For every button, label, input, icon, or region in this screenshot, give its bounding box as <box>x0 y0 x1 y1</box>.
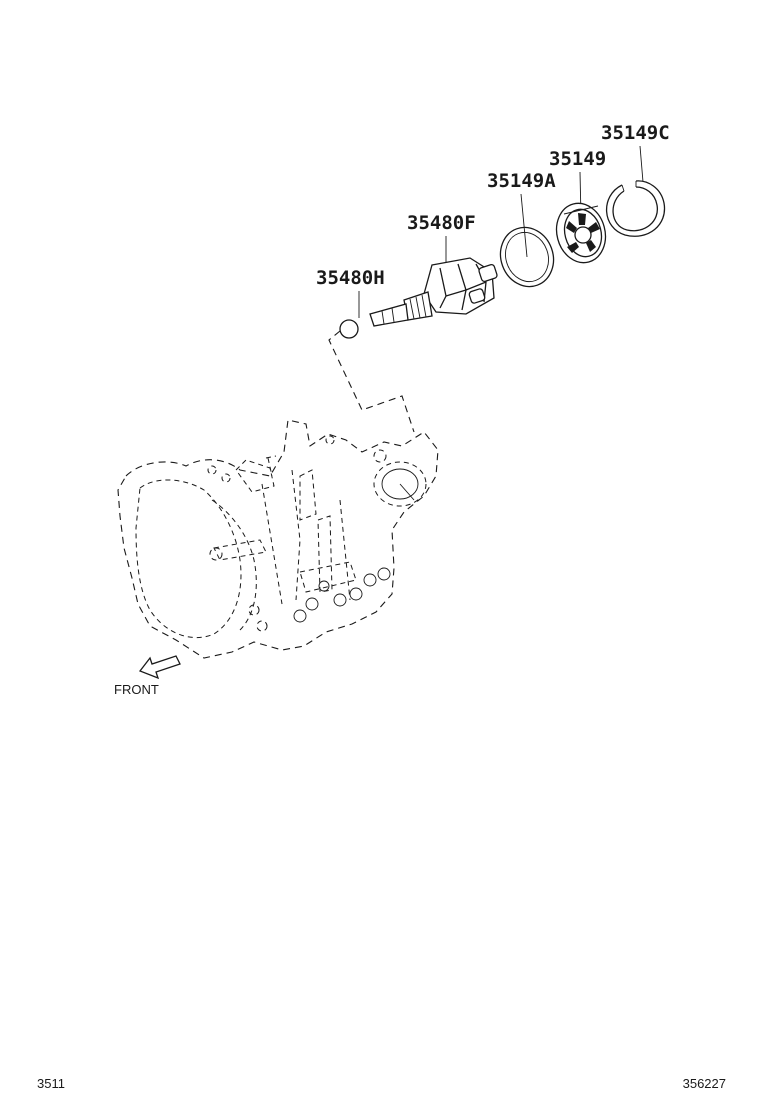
o-ring-35149a[interactable] <box>492 220 561 294</box>
label-35149C[interactable]: 35149C <box>601 122 670 144</box>
transaxle-case <box>117 419 439 659</box>
label-35149A[interactable]: 35149A <box>487 170 556 192</box>
front-direction-arrow <box>138 655 181 680</box>
steel-ball-35480h[interactable] <box>339 319 359 339</box>
illustration-number: 356227 <box>682 1076 726 1091</box>
label-35149[interactable]: 35149 <box>549 148 606 170</box>
front-label: FRONT <box>114 682 159 697</box>
snap-ring-35149c[interactable] <box>605 180 666 237</box>
figure-number: 3511 <box>37 1076 65 1091</box>
driven-gear-35149[interactable] <box>550 198 612 268</box>
mounting-path <box>328 330 415 433</box>
drive-gear-35480f[interactable] <box>369 257 498 327</box>
label-35480H[interactable]: 35480H <box>316 267 385 289</box>
label-35480F[interactable]: 35480F <box>407 212 476 234</box>
